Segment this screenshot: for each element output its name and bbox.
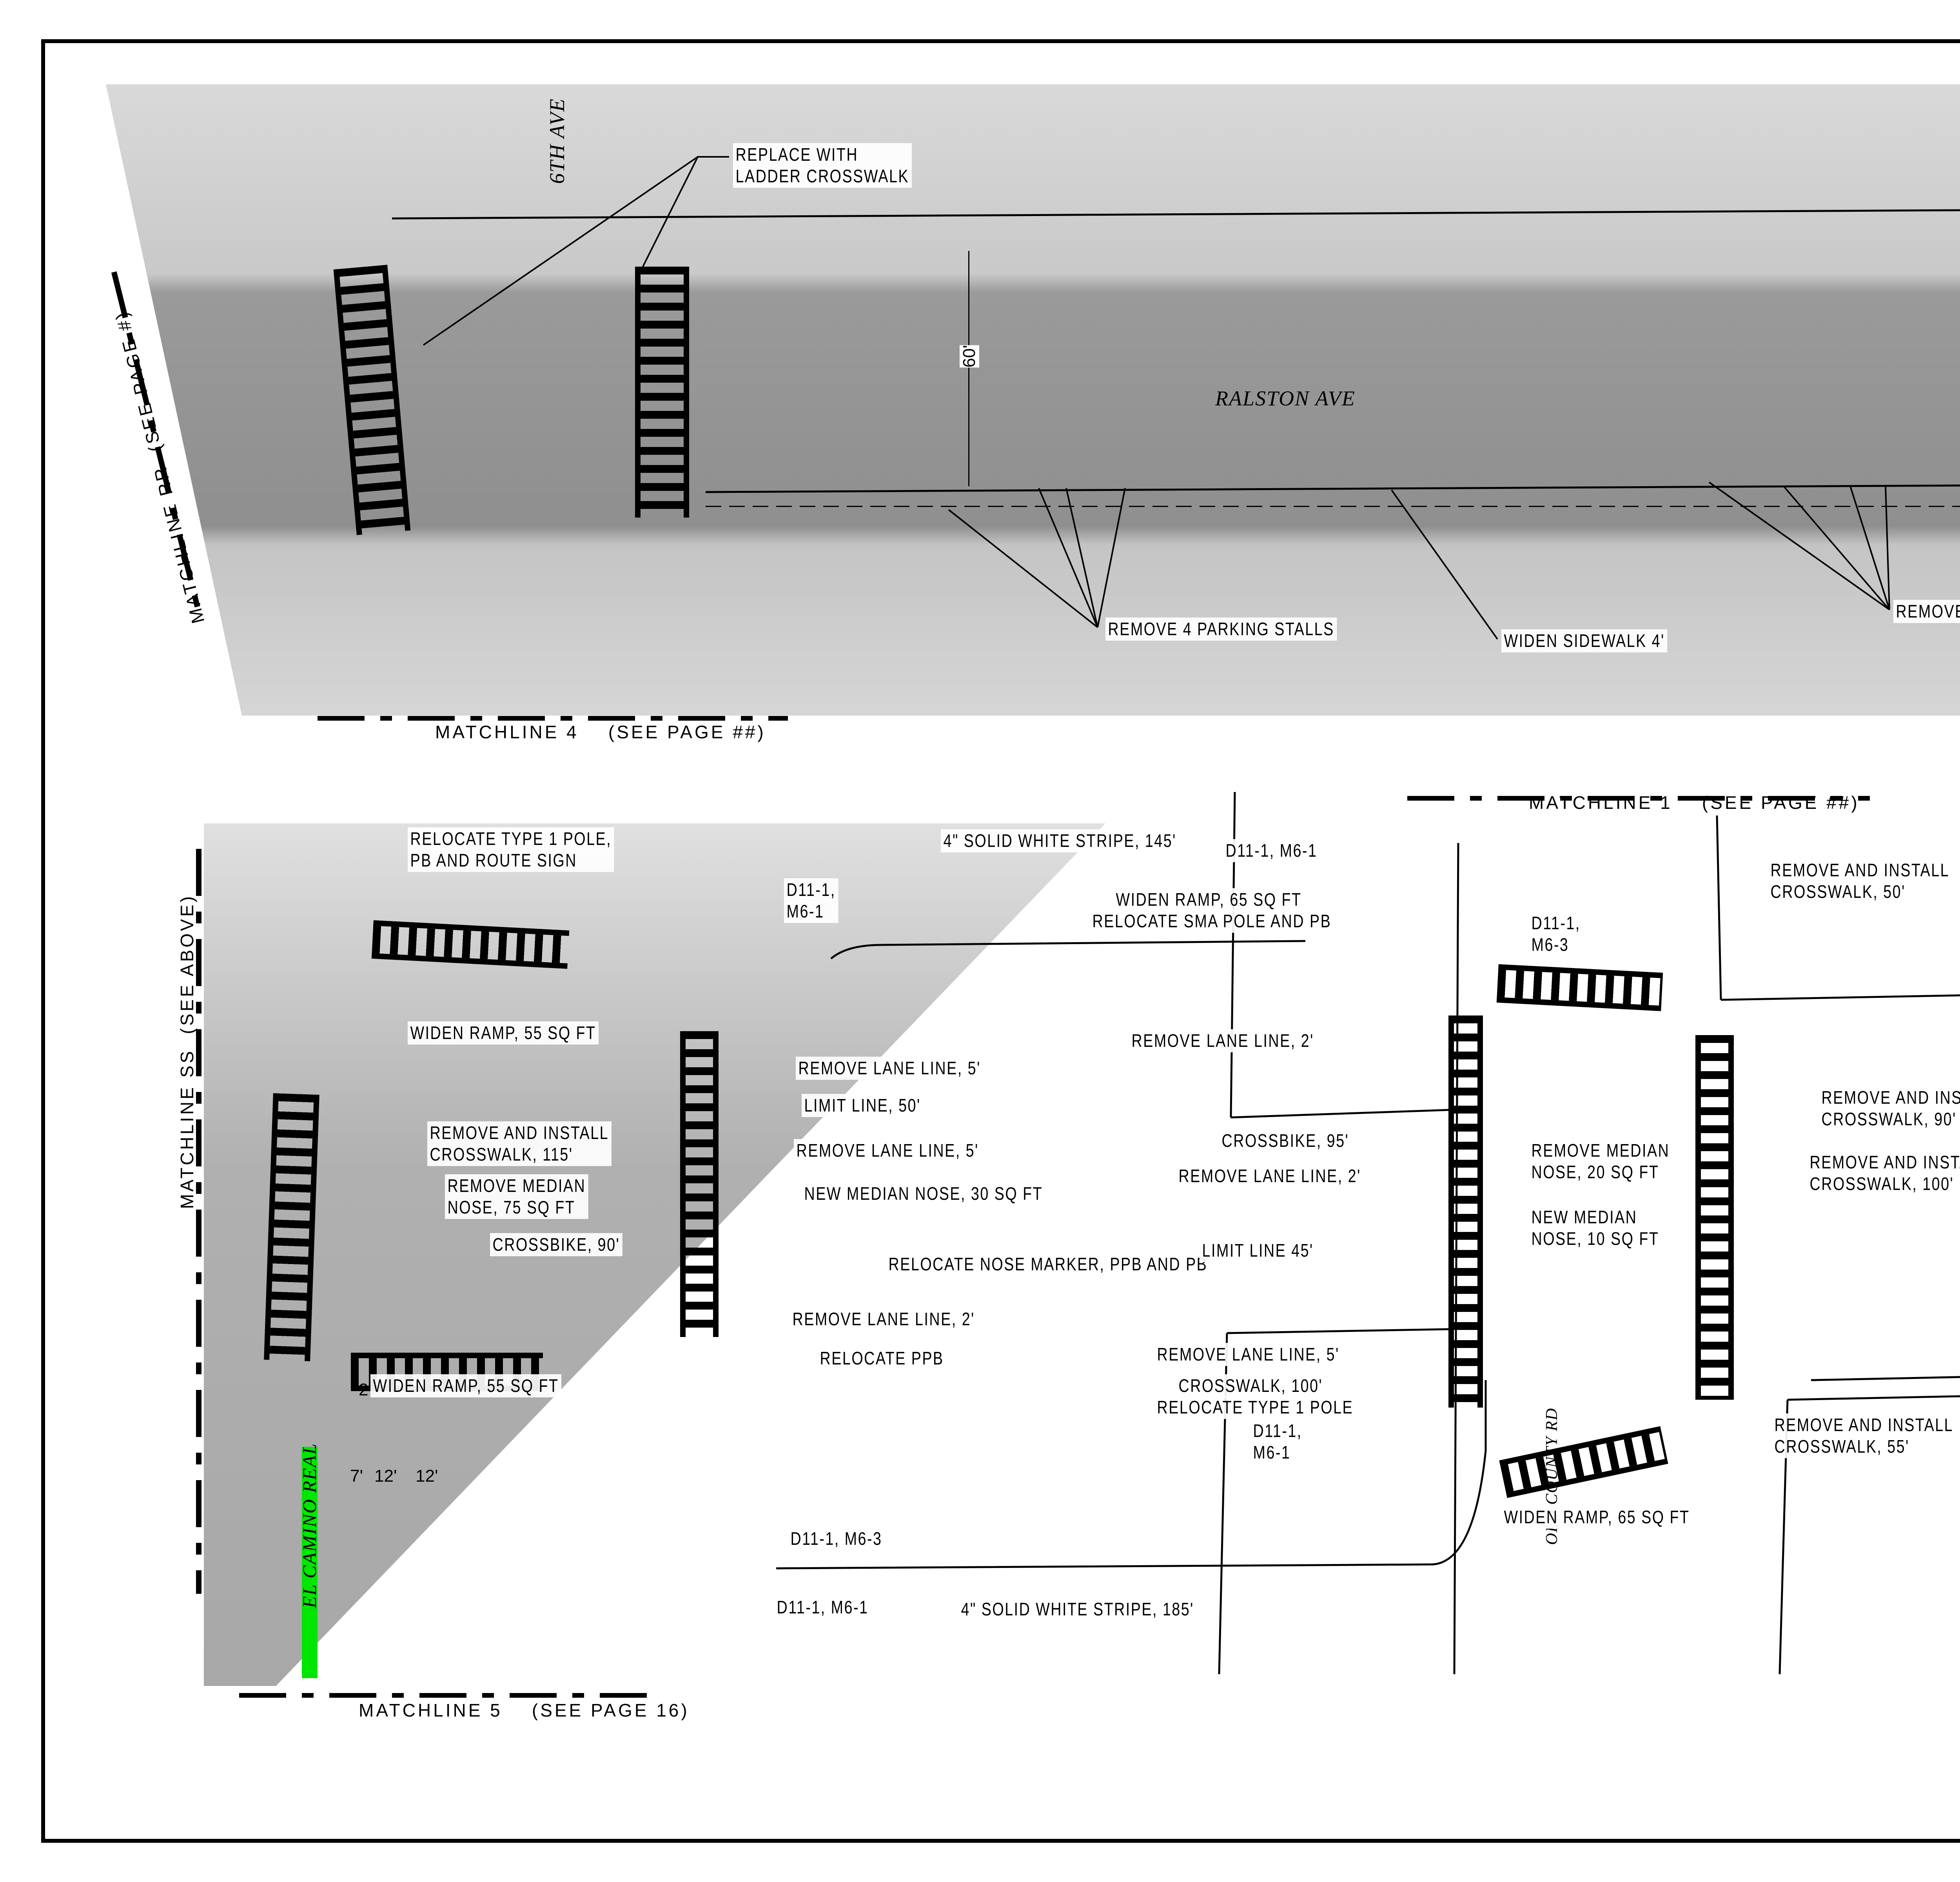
top-aerial-image: [106, 84, 1960, 716]
top-ladder-crosswalk-east: [635, 267, 689, 518]
top-dimension-line: [968, 251, 969, 486]
street-el-camino-real: EL CAMINO REAL: [298, 1443, 320, 1608]
top-matchline-bottom-bar: [318, 716, 788, 721]
bottom-matchline-bottom-bar: [239, 1693, 655, 1698]
callout-d11-m63-a: D11-1, M6-3: [788, 1527, 885, 1551]
callout-remove-lane-5-c: REMOVE LANE LINE, 5': [1154, 1343, 1342, 1366]
callout-new-median-30: NEW MEDIAN NOSE, 30 SQ FT: [802, 1182, 1045, 1206]
callout-widen-ramp-55-a: WIDEN RAMP, 55 SQ FT: [408, 1021, 599, 1045]
bottom-matchline-top-bar: [1407, 796, 1870, 801]
bottom-matchline-bottom: MATCHLINE 5 (SEE PAGE 16): [359, 1700, 690, 1720]
callout-limit-line-50: LIMIT LINE, 50': [802, 1094, 924, 1117]
callout-widen-ramp-65-a: WIDEN RAMP, 65 SQ FT: [1113, 888, 1305, 912]
top-sidewalk-line: [706, 506, 1960, 507]
callout-crossbike-95: CROSSBIKE, 95': [1219, 1129, 1352, 1153]
callout-relocate-nose-marker: RELOCATE NOSE MARKER, PPB AND PB: [886, 1253, 1210, 1276]
callout-relocate-type1-pole-pb: RELOCATE TYPE 1 POLE, PB AND ROUTE SIGN: [408, 827, 614, 872]
callout-remove-install-90: REMOVE AND INSTALL CROSSWALK, 90': [1819, 1086, 1960, 1131]
callout-remove-lane-5-b: REMOVE LANE LINE, 5': [794, 1139, 982, 1163]
sheet-border: [41, 39, 1960, 1843]
street-ralston-ave-top: RALSTON AVE: [1215, 387, 1356, 410]
callout-remove-median-20: REMOVE MEDIAN NOSE, 20 SQ FT: [1529, 1139, 1672, 1184]
callout-d11-m61-c: D11-1, M6-1: [1223, 839, 1320, 863]
ladder-crosswalk-ocr-east: [1695, 1035, 1734, 1400]
callout-d11-m61-a: D11-1, M6-1: [784, 878, 838, 923]
callout-stripe-185: 4" SOLID WHITE STRIPE, 185': [958, 1598, 1197, 1621]
bike-lane-highlight: [302, 1447, 318, 1678]
bottom-matchline-left-bar: [196, 849, 201, 1594]
callout-remove-lane-2-c: REMOVE LANE LINE, 2': [1176, 1164, 1364, 1188]
callout-remove-install-100: REMOVE AND INSTALL CROSSWALK, 100': [1807, 1151, 1960, 1196]
dim-2ft: 2': [359, 1380, 372, 1399]
callout-crosswalk-100: CROSSWALK, 100': [1176, 1374, 1325, 1398]
callout-remove-install-50: REMOVE AND INSTALL CROSSWALK, 50': [1768, 859, 1952, 904]
callout-widen-ramp-55-b: WIDEN RAMP, 55 SQ FT: [370, 1374, 562, 1398]
callout-remove-install-55: REMOVE AND INSTALL CROSSWALK, 55': [1772, 1413, 1956, 1459]
callout-widen-ramp-65-b: WIDEN RAMP, 65 SQ FT: [1501, 1506, 1693, 1529]
callout-relocate-sma: RELOCATE SMA POLE AND PB: [1090, 910, 1334, 933]
dim-7ft: 7': [350, 1466, 363, 1486]
dim-12ft-b: 12': [416, 1466, 438, 1486]
callout-replace-ladder-crosswalk: REPLACE WITH LADDER CROSSWALK: [733, 143, 912, 188]
bottom-matchline-top: MATCHLINE 1 (SEE PAGE ##): [1529, 792, 1860, 813]
callout-remove-lane-2-a: REMOVE LANE LINE, 2': [790, 1308, 978, 1331]
callout-widen-sidewalk: WIDEN SIDEWALK 4': [1501, 629, 1668, 653]
dim-12ft-a: 12': [374, 1466, 397, 1486]
callout-remove-parking-right: REMOVE 4 PARKING STALLS: [1893, 600, 1960, 623]
callout-d11-m61-b: D11-1, M6-1: [774, 1596, 871, 1619]
callout-remove-install-115: REMOVE AND INSTALL CROSSWALK, 115': [427, 1121, 612, 1166]
ladder-crosswalk-ocr-west: [1448, 1015, 1483, 1408]
callout-stripe-145: 4" SOLID WHITE STRIPE, 145': [941, 829, 1179, 853]
callout-remove-lane-5-a: REMOVE LANE LINE, 5': [796, 1057, 984, 1080]
callout-remove-median-75: REMOVE MEDIAN NOSE, 75 SQ FT: [445, 1174, 588, 1219]
callout-remove-parking-left: REMOVE 4 PARKING STALLS: [1105, 618, 1337, 641]
callout-crossbike-90: CROSSBIKE, 90': [490, 1233, 622, 1257]
callout-new-median-10: NEW MEDIAN NOSE, 10 SQ FT: [1529, 1206, 1662, 1251]
ladder-crosswalk-ecr-east: [680, 1031, 719, 1337]
callout-d11-m63-b: D11-1, M6-3: [1529, 912, 1583, 957]
callout-remove-lane-2-b: REMOVE LANE LINE, 2': [1129, 1029, 1317, 1053]
callout-limit-line-45: LIMIT LINE 45': [1200, 1239, 1316, 1263]
callout-relocate-type1-pole: RELOCATE TYPE 1 POLE: [1154, 1396, 1356, 1419]
callout-relocate-ppb: RELOCATE PPB: [817, 1347, 947, 1370]
callout-d11-m61-d: D11-1, M6-1: [1250, 1419, 1305, 1464]
bottom-matchline-left: MATCHLINE SS (SEE ABOVE): [177, 894, 197, 1209]
top-matchline-bottom: MATCHLINE 4 (SEE PAGE ##): [435, 722, 766, 742]
